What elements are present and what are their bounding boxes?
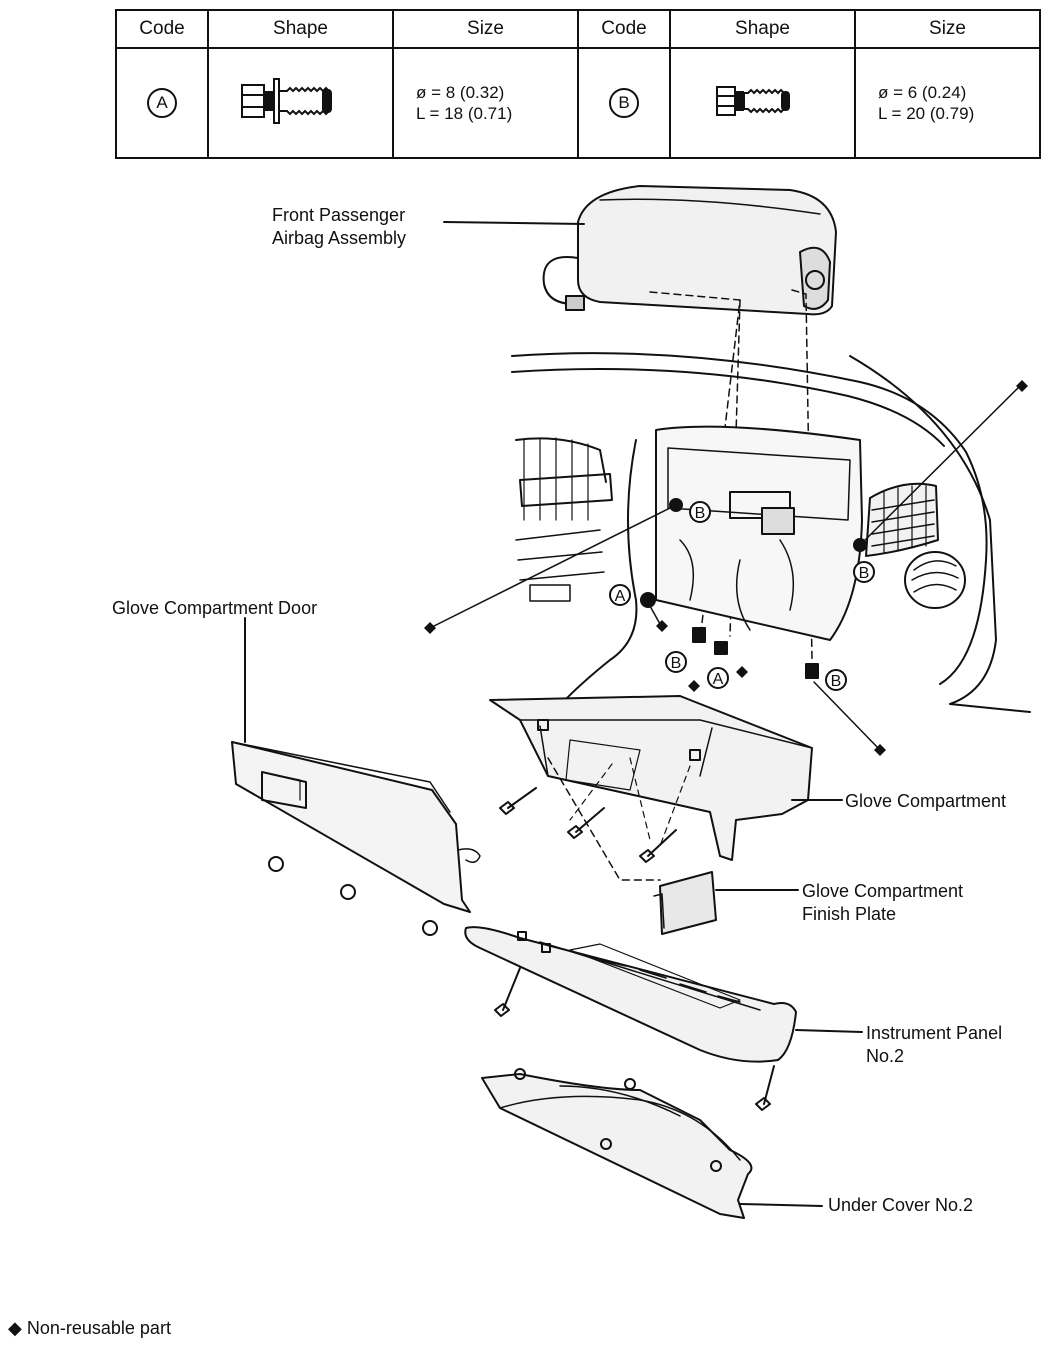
screws <box>494 787 775 1111</box>
glove-compartment-finish-plate <box>653 871 717 935</box>
size-diameter: ø = 8 (0.32) <box>416 83 505 102</box>
legend: ◆ Non-reusable part <box>8 1318 171 1339</box>
diamond-icon <box>424 622 436 634</box>
header-code: Code <box>115 9 209 49</box>
non-reusable-markers <box>424 380 1028 756</box>
size-diameter: ø = 6 (0.24) <box>878 83 967 102</box>
callout-b: B <box>831 673 842 690</box>
diamond-icon <box>656 620 668 632</box>
table-row: A ø = 8 (0.32) L = 18 (0.71) B <box>115 47 1041 159</box>
diamond-icon <box>874 744 886 756</box>
glove-compartment <box>489 695 813 861</box>
glove-compartment-door <box>231 741 481 936</box>
door-label: Glove Compartment Door <box>112 598 318 618</box>
airbag-label: Front Passenger Airbag Assembly <box>272 204 406 250</box>
shape-cell <box>669 47 856 159</box>
airbag-label-line2: Airbag Assembly <box>272 228 407 248</box>
code-a-badge: A <box>147 88 177 118</box>
under-cover-leader <box>739 1203 823 1207</box>
panel-leader <box>795 1029 863 1033</box>
diamond-icon <box>688 680 700 692</box>
bolt-a-icon <box>240 77 332 124</box>
diamond-icon <box>1016 380 1028 392</box>
header-code: Code <box>577 9 671 49</box>
bolt-spec-table: Code Shape Size Code Shape Size A ø = 8 … <box>115 9 1041 159</box>
panel-label: Instrument Panel No.2 <box>866 1022 1002 1068</box>
compartment-label: Glove Compartment <box>845 791 1007 811</box>
instrument-panel-no2 <box>464 926 797 1063</box>
header-shape: Shape <box>669 9 856 49</box>
callout-b: B <box>671 655 682 672</box>
under-cover-no2 <box>481 1068 753 1219</box>
bolt-b-icon <box>715 85 790 116</box>
callout-b: B <box>695 505 706 522</box>
code-callouts <box>609 501 875 691</box>
table-header-row: Code Shape Size Code Shape Size <box>115 9 1041 49</box>
callout-a: A <box>713 671 724 688</box>
panel-label-line2: No.2 <box>866 1046 905 1066</box>
size-cell: ø = 6 (0.24) L = 20 (0.79) <box>854 47 1041 159</box>
callout-a: A <box>615 588 626 605</box>
header-size: Size <box>854 9 1041 49</box>
finish-plate-label-line1: Glove Compartment <box>802 881 964 901</box>
code-b-badge: B <box>609 88 639 118</box>
header-shape: Shape <box>207 9 394 49</box>
header-size: Size <box>392 9 579 49</box>
callout-b: B <box>859 565 870 582</box>
shape-cell <box>207 47 394 159</box>
legend-text: Non-reusable part <box>26 1318 171 1338</box>
airbag-leader <box>443 221 585 225</box>
airbag-assembly <box>542 185 837 316</box>
size-cell: ø = 8 (0.32) L = 18 (0.71) <box>392 47 579 159</box>
panel-label-line1: Instrument Panel <box>866 1023 1003 1043</box>
finish-plate-label-line2: Finish Plate <box>802 904 897 924</box>
airbag-label-line1: Front Passenger <box>272 205 406 225</box>
finish-plate-label: Glove Compartment Finish Plate <box>802 880 963 926</box>
diamond-icon <box>736 666 748 678</box>
dashboard <box>511 352 1031 731</box>
under-cover-label: Under Cover No.2 <box>828 1195 974 1215</box>
code-cell: A <box>115 47 209 159</box>
size-length: L = 20 (0.79) <box>878 104 975 123</box>
diamond-icon: ◆ <box>8 1318 22 1338</box>
code-cell: B <box>577 47 671 159</box>
size-length: L = 18 (0.71) <box>416 104 513 123</box>
